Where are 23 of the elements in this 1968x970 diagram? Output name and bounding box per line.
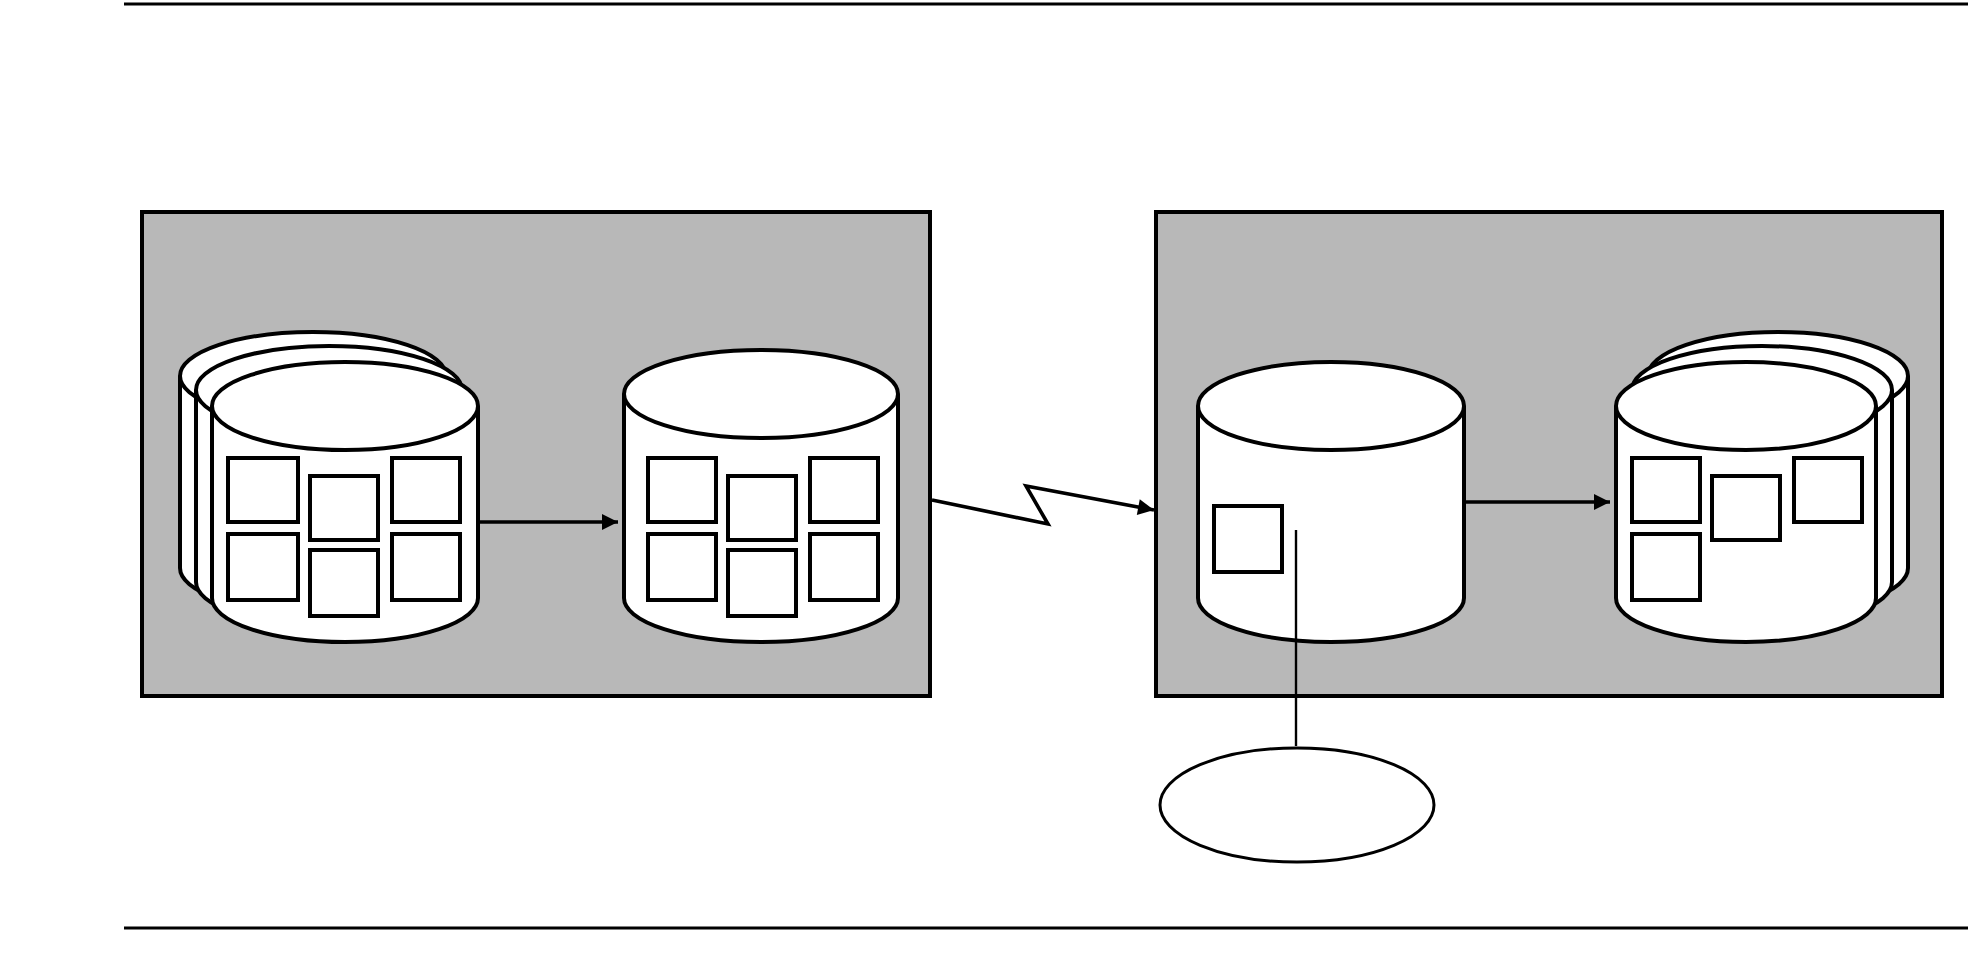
data-block — [1710, 474, 1782, 542]
data-block — [646, 532, 718, 602]
data-block — [390, 456, 462, 524]
data-block — [1630, 532, 1702, 602]
data-block — [1212, 504, 1284, 574]
zigzag-arrow — [931, 483, 1155, 527]
data-block — [390, 532, 462, 602]
arrow — [476, 514, 618, 530]
data-block — [726, 474, 798, 542]
data-block — [726, 548, 798, 618]
data-block — [646, 456, 718, 524]
leader-line — [1294, 530, 1298, 746]
panel-box — [1154, 210, 1944, 698]
data-block — [1630, 456, 1702, 524]
data-block — [308, 474, 380, 542]
data-block — [308, 548, 380, 618]
panel-box — [140, 210, 932, 698]
arrow — [1462, 494, 1610, 510]
data-block — [226, 532, 300, 602]
data-block — [808, 532, 880, 602]
data-block — [1792, 456, 1864, 524]
data-block — [226, 456, 300, 524]
data-block — [808, 456, 880, 524]
